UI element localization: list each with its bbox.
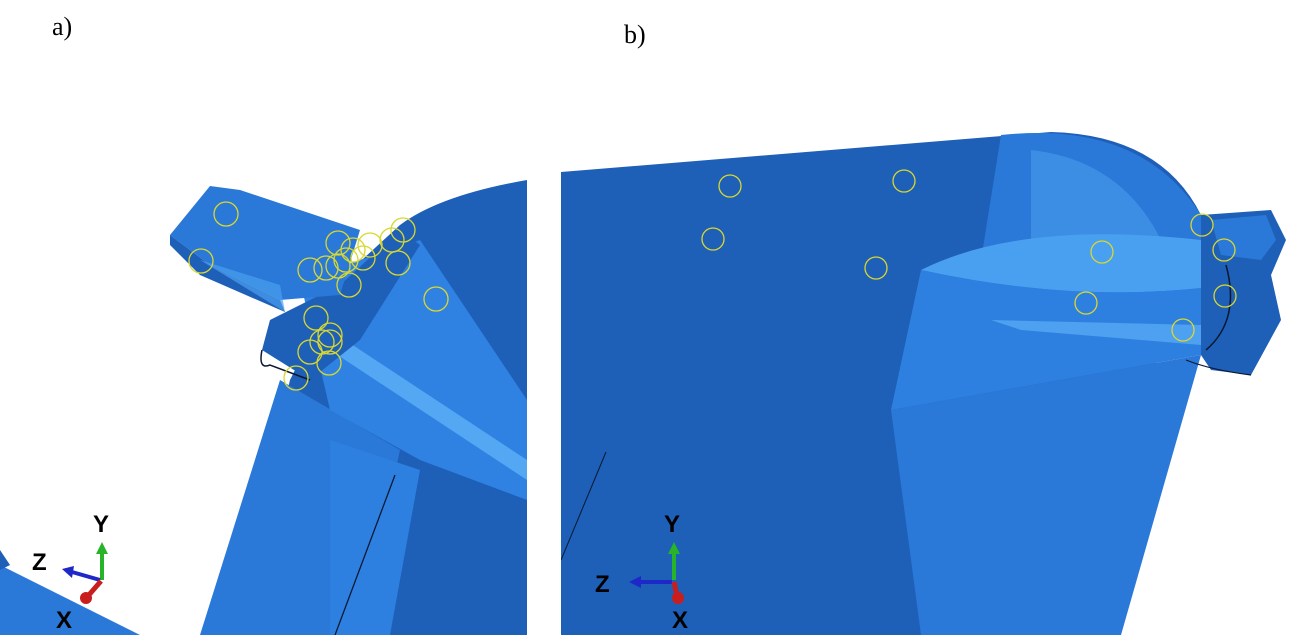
marker <box>892 169 916 193</box>
marker <box>1171 318 1195 342</box>
marker <box>1190 213 1214 237</box>
marker <box>701 227 725 251</box>
marker <box>336 272 362 298</box>
a-y-arrow <box>96 542 108 554</box>
marker <box>297 339 323 365</box>
a-strip <box>0 565 140 635</box>
a-column-edge <box>334 474 396 635</box>
b-markers <box>701 169 1237 342</box>
b-z-label: Z <box>595 571 610 598</box>
marker <box>1090 240 1114 264</box>
a-markers <box>188 201 449 391</box>
marker <box>1212 238 1236 262</box>
marker <box>390 217 416 243</box>
marker <box>333 247 359 273</box>
panel-a-viewport[interactable]: Y Z X <box>0 80 527 635</box>
marker <box>188 248 214 274</box>
a-arm-highlight <box>200 260 285 312</box>
a-flange <box>262 230 420 380</box>
panel-b-viewport[interactable]: Y Z X <box>561 80 1301 635</box>
b-z-arrow <box>629 576 641 588</box>
b-lower-face <box>891 355 1201 635</box>
marker <box>385 250 411 276</box>
marker <box>423 286 449 312</box>
b-hub-edge-2 <box>1185 359 1252 376</box>
a-axis-triad: Y Z X <box>32 511 109 634</box>
marker <box>303 305 329 331</box>
a-x-arrow <box>80 592 92 604</box>
marker <box>325 230 351 256</box>
b-edge-line <box>561 451 607 561</box>
marker <box>325 253 351 279</box>
a-arm <box>170 186 360 300</box>
marker <box>317 329 343 355</box>
b-wedge-highlight <box>991 320 1201 345</box>
a-strip-edge <box>0 550 10 570</box>
panel-b-model: Y Z X <box>561 132 1286 635</box>
b-x-label: X <box>672 607 688 634</box>
marker <box>1213 284 1237 308</box>
marker <box>340 237 366 263</box>
b-hub-edge <box>1205 264 1232 351</box>
panel-a-label: a) <box>52 12 73 41</box>
marker <box>313 255 339 281</box>
marker <box>213 201 239 227</box>
b-hub-top <box>1211 215 1276 260</box>
a-z-arrow <box>62 566 74 578</box>
marker <box>283 365 309 391</box>
marker <box>864 256 888 280</box>
a-z-axis <box>71 570 101 582</box>
panel-b-label: b) <box>624 20 646 49</box>
b-axis-triad: Y Z X <box>595 511 688 634</box>
a-x-label: X <box>56 607 72 634</box>
panel-a-model: Y Z X <box>0 180 527 635</box>
a-z-label: Z <box>32 549 47 576</box>
a-y-label: Y <box>93 511 109 538</box>
marker <box>1074 291 1098 315</box>
b-y-label: Y <box>664 511 680 538</box>
b-y-arrow <box>668 542 680 554</box>
b-x-arrow <box>672 592 684 604</box>
marker <box>316 350 342 376</box>
marker <box>350 245 376 271</box>
a-column-side <box>330 440 420 635</box>
a-flange-edge <box>260 349 311 381</box>
marker <box>317 322 343 348</box>
marker <box>297 257 323 283</box>
b-wedge <box>891 270 1226 410</box>
b-ellipse <box>921 234 1226 293</box>
a-x-axis <box>86 579 103 598</box>
marker <box>718 174 742 198</box>
a-plate-highlight <box>330 330 527 480</box>
marker <box>357 232 383 258</box>
